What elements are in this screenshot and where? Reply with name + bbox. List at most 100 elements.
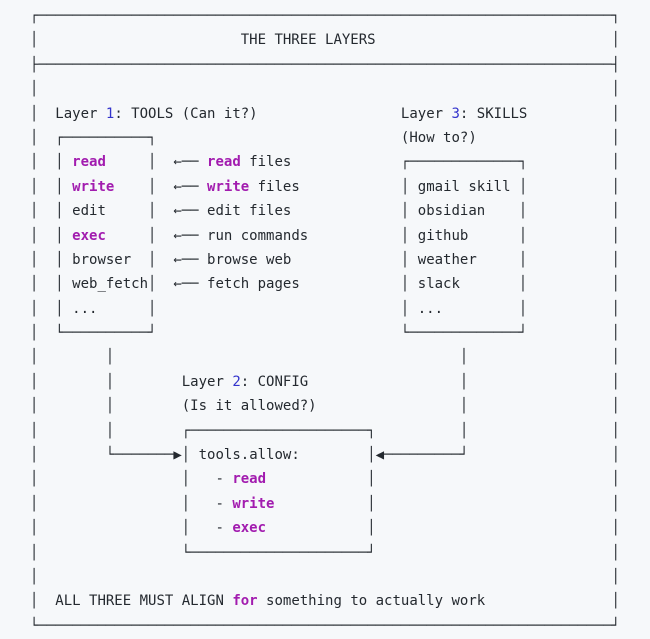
text-token: ────────── [63,129,149,146]
text-token: │ [30,373,39,390]
text-token: ────────── [63,325,149,342]
text-token: │ [611,81,621,98]
text-token: │ [30,154,39,171]
text-token: │ [611,227,621,244]
text-token: (Is it allowed?) [181,398,317,415]
text-token: │ browser │ [55,251,157,268]
text-token: │ [30,178,39,195]
text-token: │ [55,227,73,244]
text-token [376,32,612,48]
diagram-line: │ Layer 1: TOOLS (Can it?) Layer 3: SKIL… [30,102,650,126]
text-token: ───────── [384,447,460,464]
text-token [156,276,173,292]
keyword-token: write [232,495,275,512]
diagram-line: │ │ ... │ │ ... │ │ [30,297,650,321]
text-token: │ obsidian │ [400,203,528,220]
text-token: │ slack │ [400,276,528,293]
text-token: │ [30,129,39,146]
text-token: │ [367,471,376,488]
keyword-token: write [72,178,115,195]
text-token [527,228,611,244]
text-token [527,325,611,341]
text-token: │ [30,593,39,610]
diagram-line: └───────────────────────────────────────… [30,614,650,638]
text-token: │ [30,105,39,122]
text-token: │ [30,544,39,561]
text-token: │ [611,447,621,464]
text-token: │ [611,422,621,439]
text-token: ├ [30,56,39,73]
text-token [291,252,401,268]
text-token [527,276,611,292]
text-token: Layer [181,373,233,390]
diagram-line: │ ALL THREE MUST ALIGN for something to … [30,589,650,613]
text-token [114,398,181,414]
diagram-line: │ THE THREE LAYERS │ [30,28,650,52]
diagram-line: │ └──────────┘ └─────────────┘ │ [30,321,650,345]
text-token: ┌ [400,154,410,171]
text-token: ←── run commands [173,227,309,244]
text-token: │ edit │ [55,203,157,220]
text-token: ←── [173,178,208,195]
text-token: │ [611,276,621,293]
text-token: ┤ [611,56,621,73]
diagram-line: ┌───────────────────────────────────────… [30,4,650,28]
diagram-line: │ └───────▶│ tools.allow: │◀─────────┘ │ [30,443,650,467]
keyword-token: for [232,593,258,610]
text-token [38,593,55,609]
text-token: ┐ [367,422,376,439]
text-token: │ [55,154,73,171]
text-token: │ [459,398,469,415]
text-token [38,520,181,536]
text-token: │ [367,520,376,537]
text-token [300,179,401,195]
text-token [266,520,367,536]
text-token: ───────────────────── [190,544,368,561]
text-token [300,276,401,292]
text-token [527,203,611,219]
diagram-line: │ │ write │ ←── write files │ gmail skil… [30,175,650,199]
text-token [156,203,173,219]
text-token: │ [459,349,469,366]
text-token: │ [30,203,39,220]
text-token: : SKILLS [459,105,528,122]
text-token [477,130,612,146]
number-token: 3 [451,105,460,122]
diagram-line: │ │ web_fetch│ ←── fetch pages │ slack │… [30,272,650,296]
text-token [468,374,611,390]
text-token: │ [30,276,39,293]
text-token [527,179,611,195]
text-token [114,423,181,439]
text-token: - [215,520,233,537]
text-token [38,130,55,146]
diagram-line: │ │ exec │ ←── run commands │ github │ │ [30,224,650,248]
text-token [114,179,148,195]
text-token [317,398,460,414]
text-token: ────────────────────────────────────────… [38,8,612,24]
text-token: │ [611,349,621,366]
text-token: │ [611,251,621,268]
text-token: │ [105,349,115,366]
text-token: │ [611,105,621,122]
text-token: ←── [173,154,208,171]
text-token [308,228,401,244]
text-token: │ [611,325,621,342]
text-token: │ [30,422,39,439]
diagram-line: │ │ [30,565,650,589]
keyword-token: read [232,471,267,488]
text-token [376,545,612,561]
text-token: │ [611,471,621,488]
text-token: ───────────── [409,325,519,342]
text-token [156,130,400,146]
text-token: ┘ [611,617,621,634]
text-token: ALL THREE MUST ALIGN [55,593,233,610]
text-token: ←── fetch pages [173,276,300,293]
text-token: │ tools.allow: [181,447,300,464]
text-token [266,471,367,487]
text-token: │ [30,325,39,342]
text-token [376,471,612,487]
text-token: │ [181,495,191,512]
text-token: ────────────────────────────────────────… [38,617,612,634]
text-token: - [215,471,233,488]
text-token: │ [30,251,39,268]
